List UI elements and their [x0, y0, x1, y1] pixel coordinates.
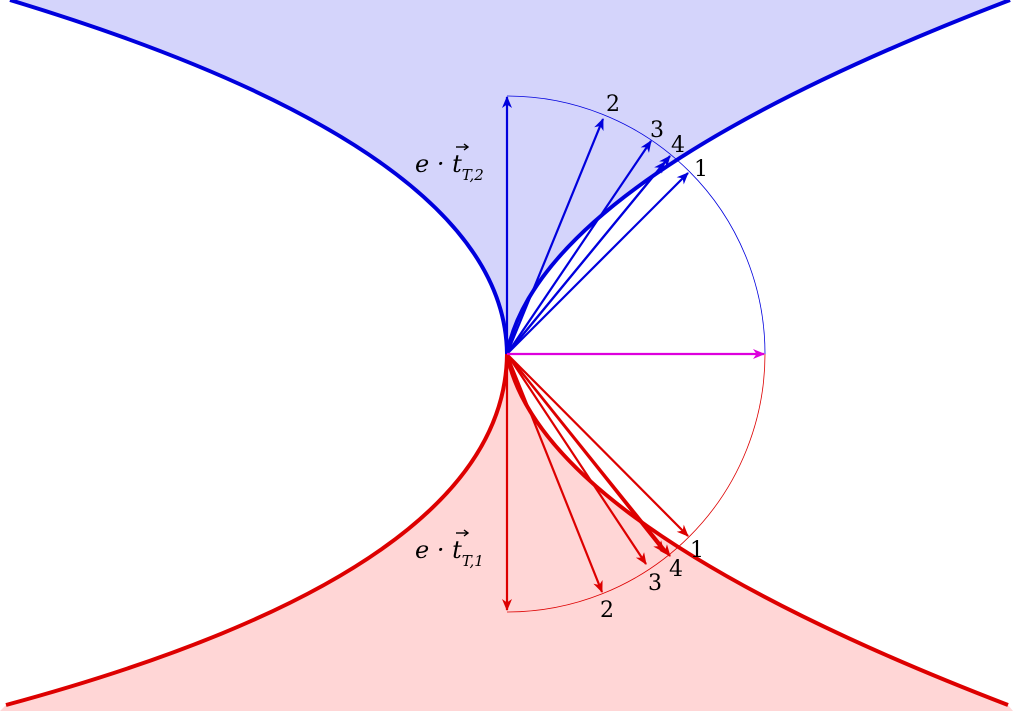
lower-index-4: 4 [669, 557, 683, 582]
lower-arrow-4b [506, 353, 671, 557]
lower-arrow-3 [506, 353, 647, 565]
upper-arrow-1 [506, 172, 689, 355]
lower-unit-arc [506, 353, 766, 613]
lower-tangent-label: e · tT,1 [415, 529, 484, 570]
upper-right-boundary-curve [505, 0, 1011, 355]
upper-tangent-label-main: e · t [415, 150, 462, 178]
lower-left-boundary-curve [5, 353, 509, 707]
upper-index-1: 1 [694, 157, 708, 182]
svg-text:e · tT,1: e · tT,1 [415, 536, 484, 570]
lower-index-3: 3 [648, 571, 662, 596]
upper-arrow-4b [506, 161, 666, 355]
upper-index-2: 2 [606, 92, 620, 117]
upper-unit-arc [506, 95, 766, 355]
upper-arrow-2 [505, 118, 605, 355]
lower-index-2: 2 [600, 598, 614, 623]
lower-arrow-2 [505, 353, 604, 593]
upper-index-3: 3 [650, 118, 664, 143]
upper-vector-arrow-accent-head [463, 143, 470, 151]
lower-vector-arrow-accent-head [463, 529, 470, 537]
upper-tangent-label-sub: T,2 [462, 166, 484, 184]
upper-shaded-region [10, 0, 1010, 354]
lower-arrow-1 [506, 353, 689, 537]
upper-left-boundary-curve [9, 0, 509, 355]
lower-right-boundary-curve [505, 353, 1009, 707]
lower-tangent-label-main: e · t [415, 536, 462, 564]
lower-index-1: 1 [690, 538, 704, 563]
svg-text:e · tT,2: e · tT,2 [415, 150, 484, 184]
upper-index-4: 4 [671, 133, 685, 158]
upper-arrow-3 [506, 140, 652, 355]
lower-tangent-label-sub: T,1 [462, 552, 484, 570]
upper-tangent-label: e · tT,2 [415, 143, 484, 184]
